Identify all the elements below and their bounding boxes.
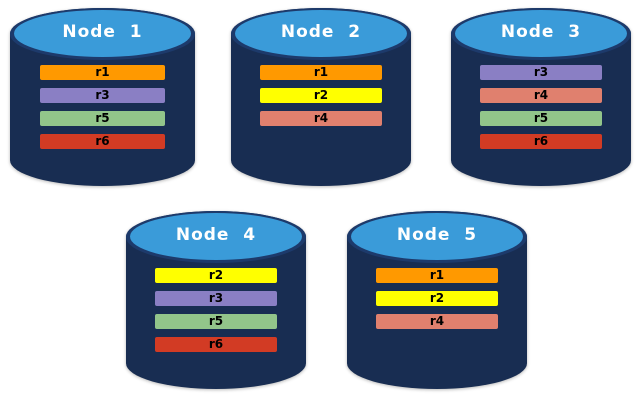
record-bar[interactable]: r6 <box>39 133 166 149</box>
record-bar[interactable]: r3 <box>479 64 603 80</box>
record-bar[interactable]: r5 <box>154 313 278 329</box>
record-bar[interactable]: r1 <box>259 64 383 80</box>
record-bar[interactable]: r2 <box>154 267 278 283</box>
record-bar[interactable]: r3 <box>39 87 166 103</box>
cylinder-top-ellipse <box>454 9 628 57</box>
record-list: r3 r4 r5 r6 <box>479 64 603 149</box>
record-bar[interactable]: r5 <box>479 110 603 126</box>
cylinder-top-ellipse <box>129 212 303 260</box>
record-bar[interactable]: r6 <box>479 133 603 149</box>
record-bar[interactable]: r2 <box>375 290 499 306</box>
record-bar[interactable]: r1 <box>39 64 166 80</box>
record-list: r1 r2 r4 <box>259 64 383 126</box>
record-bar[interactable]: r3 <box>154 290 278 306</box>
record-bar[interactable]: r2 <box>259 87 383 103</box>
cylinder-top-ellipse <box>350 212 524 260</box>
cylinder-top-ellipse <box>14 9 191 57</box>
record-bar[interactable]: r5 <box>39 110 166 126</box>
record-bar[interactable]: r6 <box>154 336 278 352</box>
record-list: r1 r3 r5 r6 <box>39 64 166 149</box>
cylinder-top-ellipse <box>234 9 408 57</box>
record-bar[interactable]: r4 <box>375 313 499 329</box>
record-bar[interactable]: r4 <box>479 87 603 103</box>
record-bar[interactable]: r4 <box>259 110 383 126</box>
record-list: r1 r2 r4 <box>375 267 499 329</box>
record-bar[interactable]: r1 <box>375 267 499 283</box>
record-list: r2 r3 r5 r6 <box>154 267 278 352</box>
